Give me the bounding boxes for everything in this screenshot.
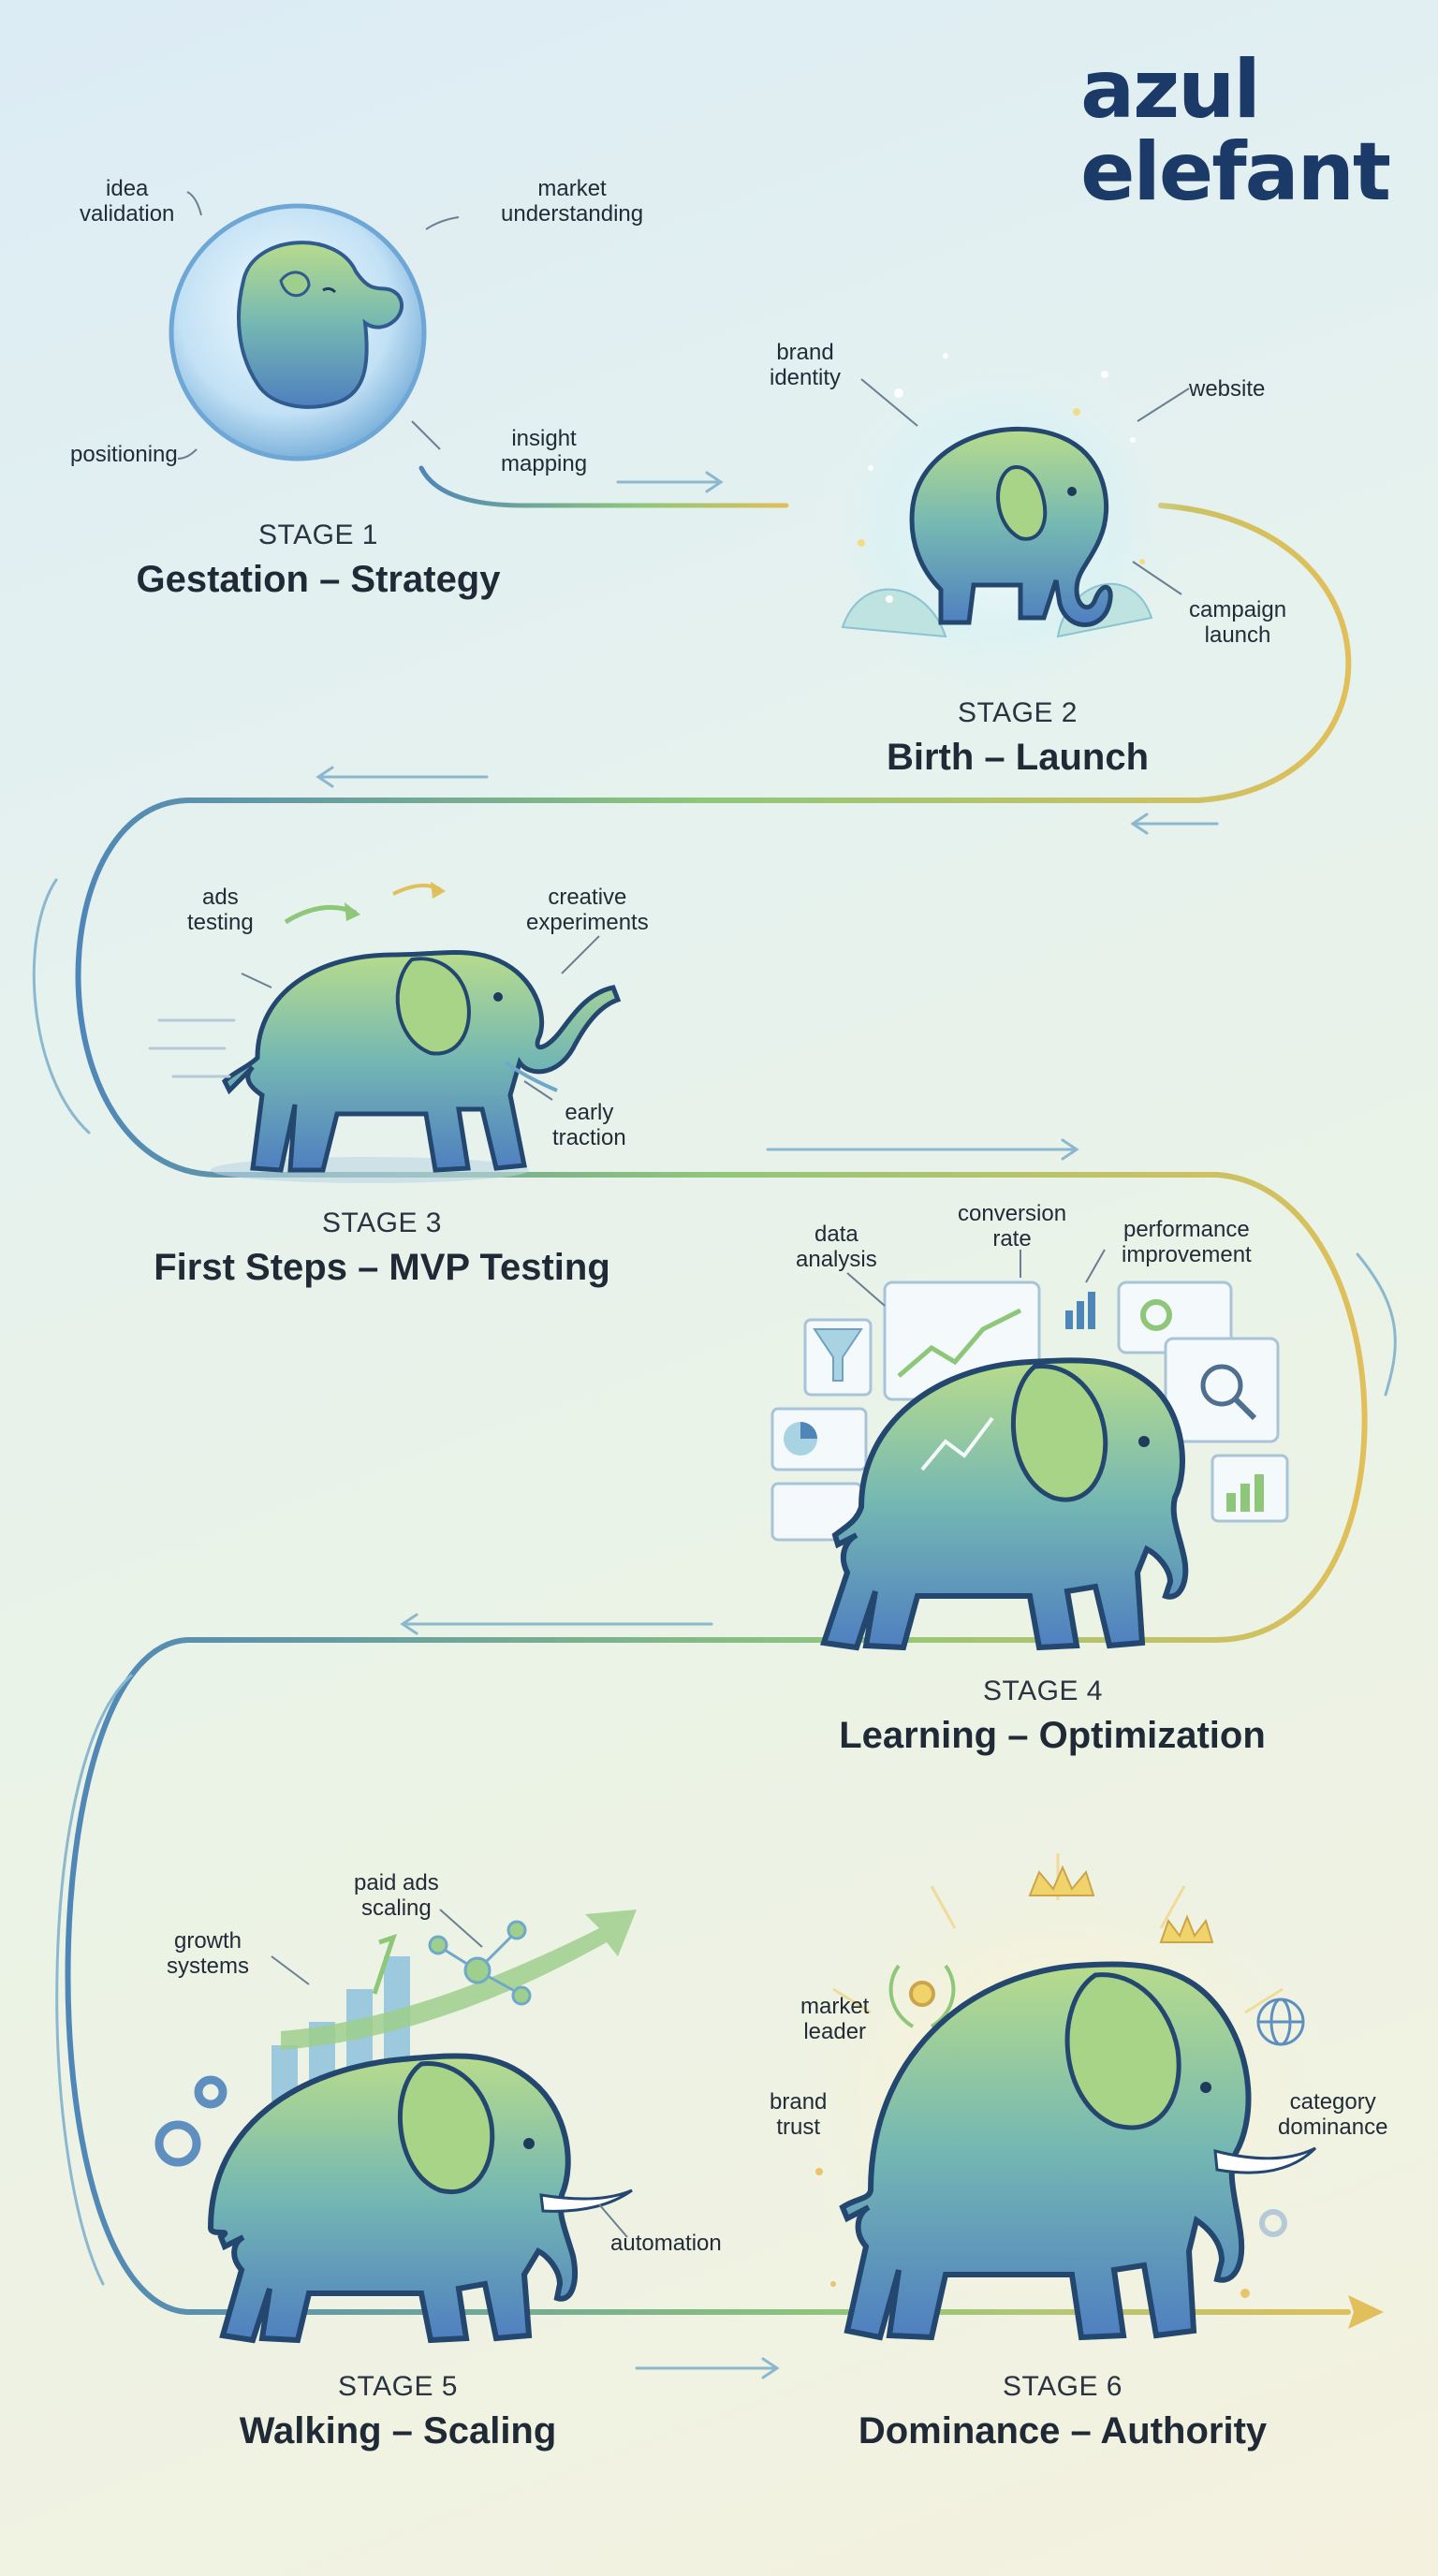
stage5-illustration: [154, 1909, 637, 2344]
laurel-icon: [888, 1964, 956, 2028]
stage5-label-automation: automation: [610, 2231, 722, 2256]
funnel-icon: [813, 1328, 863, 1382]
stage3-title: First Steps – MVP Testing: [154, 1247, 610, 1288]
stage2-title: Birth – Launch: [886, 737, 1150, 778]
adult-elephant: [820, 1357, 1189, 1651]
path-end-arrow: [1348, 2295, 1384, 2329]
young-elephant: [221, 950, 622, 1173]
gear-icon-2: [1259, 2209, 1287, 2237]
magnifier-icon: [1200, 1364, 1257, 1421]
path-stage1-to-2: [418, 465, 789, 508]
scaling-elephant: [207, 2053, 578, 2344]
stage1-title: Gestation – Strategy: [136, 559, 501, 600]
stage6-illustration: [777, 1844, 1339, 2341]
stage4-number: STAGE 4: [983, 1676, 1103, 1706]
brand-line1: azul: [1080, 43, 1261, 137]
bar-chart-icon: [1226, 1474, 1264, 1512]
gauge-icon: [1140, 1299, 1172, 1331]
trend-line: [897, 1308, 1022, 1378]
path-stage4-to-5: [65, 1172, 1368, 2315]
stage6-number: STAGE 6: [1003, 2371, 1123, 2402]
gear-icon: [154, 2075, 227, 2167]
stage2-label-website: website: [1189, 376, 1266, 402]
path-stage2-to-3: [75, 503, 1352, 1178]
stage3-number: STAGE 3: [322, 1208, 442, 1238]
stage5-title: Walking – Scaling: [239, 2410, 557, 2452]
stage1-number: STAGE 1: [258, 520, 378, 550]
curled-elephant: [237, 241, 404, 409]
stage1-illustration: [169, 191, 460, 461]
stage2-illustration: [814, 351, 1190, 707]
network-icon: [428, 1920, 532, 2006]
stage1-label-positioning: positioning: [70, 442, 178, 467]
leaf-left: [841, 588, 947, 638]
stage4-title: Learning – Optimization: [839, 1715, 1266, 1756]
crown-icon: [1028, 1865, 1095, 1896]
stage6-title: Dominance – Authority: [858, 2410, 1268, 2452]
growth-arrow-icon: [281, 1910, 637, 2050]
brand-logo: azul elefant: [1080, 43, 1391, 219]
globe-icon: [1256, 1998, 1305, 2046]
stage2-number: STAGE 2: [958, 697, 1078, 728]
stage3-illustration: [148, 882, 622, 1183]
stage5-number: STAGE 5: [338, 2371, 458, 2402]
stage4-illustration: [770, 1249, 1289, 1651]
brand-line2: elefant: [1080, 125, 1391, 219]
pie-chart-icon: [784, 1422, 817, 1456]
crown-icon-2: [1159, 1914, 1214, 1943]
bar-chart-small: [1065, 1292, 1095, 1329]
